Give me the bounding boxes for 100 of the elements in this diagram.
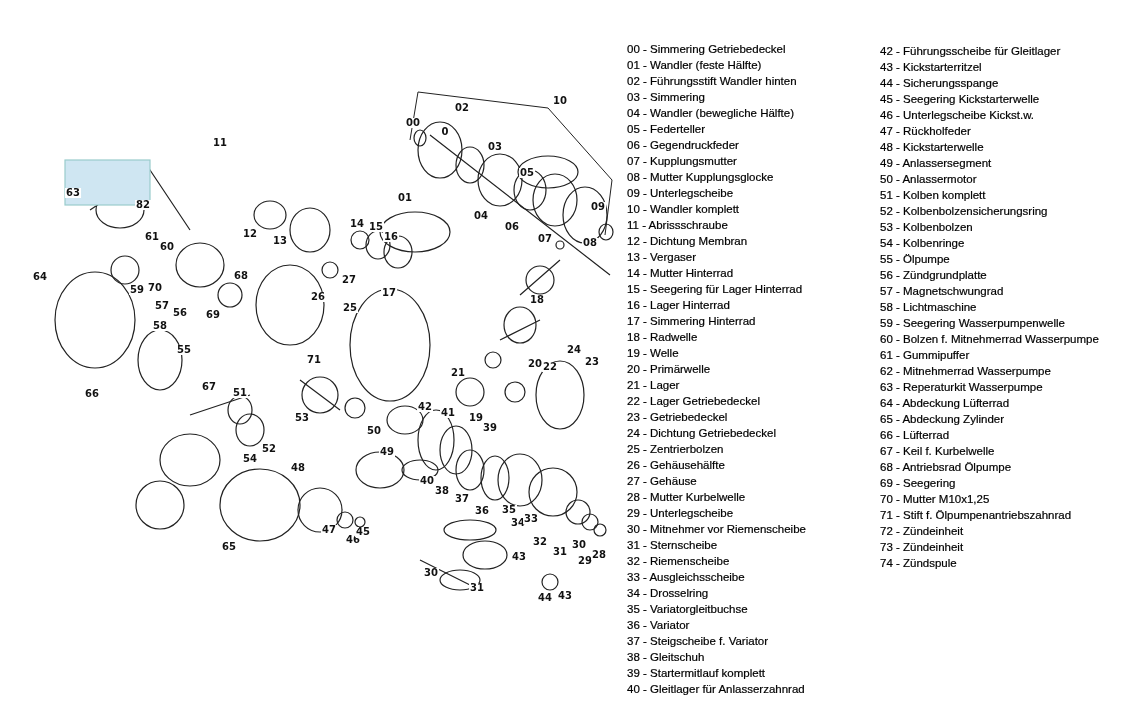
parts-list-entry: 16 - Lager Hinterrad bbox=[627, 298, 730, 313]
callout-number: 13 bbox=[272, 236, 288, 246]
callout-number: 60 bbox=[159, 242, 175, 252]
callout-number: 33 bbox=[523, 514, 539, 524]
parts-list-entry: 73 - Zündeinheit bbox=[880, 540, 964, 555]
parts-list-entry: 49 - Anlassersegment bbox=[880, 156, 992, 171]
callout-number: 05 bbox=[519, 168, 535, 178]
callout-number: 28 bbox=[591, 550, 607, 560]
parts-list-entry: 66 - Lüfterrad bbox=[880, 428, 950, 443]
callout-number: 31 bbox=[469, 583, 485, 593]
callout-number: 21 bbox=[450, 368, 466, 378]
callout-number: 26 bbox=[310, 292, 326, 302]
parts-list-entry: 30 - Mitnehmer vor Riemenscheibe bbox=[627, 522, 806, 537]
parts-list-entry: 08 - Mutter Kupplungsglocke bbox=[627, 170, 774, 185]
callout-number: 53 bbox=[294, 413, 310, 423]
parts-list-entry: 07 - Kupplungsmutter bbox=[627, 154, 737, 169]
parts-list-entry: 00 - Simmering Getriebedeckel bbox=[627, 42, 786, 57]
parts-list-entry: 01 - Wandler (feste Hälfte) bbox=[627, 58, 762, 73]
parts-list-entry: 09 - Unterlegscheibe bbox=[627, 186, 734, 201]
callout-number: 61 bbox=[144, 232, 160, 242]
callout-number: 49 bbox=[379, 447, 395, 457]
callout-number: 64 bbox=[32, 272, 48, 282]
callout-number: 00 bbox=[405, 118, 421, 128]
parts-list-entry: 58 - Lichtmaschine bbox=[880, 300, 977, 315]
parts-list-entry: 32 - Riemenscheibe bbox=[627, 554, 730, 569]
parts-list-entry: 70 - Mutter M10x1,25 bbox=[880, 492, 990, 507]
callout-number: 14 bbox=[349, 219, 365, 229]
callout-number: 25 bbox=[342, 303, 358, 313]
parts-list-entry: 33 - Ausgleichsscheibe bbox=[627, 570, 745, 585]
callout-number: 66 bbox=[84, 389, 100, 399]
parts-list-entry: 37 - Steigscheibe f. Variator bbox=[627, 634, 769, 649]
callout-number: 35 bbox=[501, 505, 517, 515]
parts-list-entry: 72 - Zündeinheit bbox=[880, 524, 964, 539]
callout-number: 69 bbox=[205, 310, 221, 320]
parts-list-entry: 24 - Dichtung Getriebedeckel bbox=[627, 426, 776, 441]
callout-number: 15 bbox=[368, 222, 384, 232]
callout-number: 48 bbox=[290, 463, 306, 473]
callout-number: 17 bbox=[381, 288, 397, 298]
parts-list-entry: 19 - Welle bbox=[627, 346, 679, 361]
callout-number: 37 bbox=[454, 494, 470, 504]
parts-list-entry: 64 - Abdeckung Lüfterrad bbox=[880, 396, 1010, 411]
parts-list-entry: 68 - Antriebsrad Ölpumpe bbox=[880, 460, 1012, 475]
parts-list-entry: 14 - Mutter Hinterrad bbox=[627, 266, 734, 281]
parts-list-entry: 05 - Federteller bbox=[627, 122, 705, 137]
callout-number: 39 bbox=[482, 423, 498, 433]
parts-list-entry: 39 - Startermitlauf komplett bbox=[627, 666, 766, 681]
parts-list-entry: 60 - Bolzen f. Mitnehmerrad Wasserpumpe bbox=[880, 332, 1099, 347]
parts-list-entry: 17 - Simmering Hinterrad bbox=[627, 314, 756, 329]
parts-list-entry: 44 - Sicherungsspange bbox=[880, 76, 999, 91]
parts-list-entry: 52 - Kolbenbolzensicherungsring bbox=[880, 204, 1048, 219]
callout-number: 55 bbox=[176, 345, 192, 355]
parts-list-entry: 12 - Dichtung Membran bbox=[627, 234, 748, 249]
callout-number: 23 bbox=[584, 357, 600, 367]
parts-list-entry: 02 - Führungsstift Wandler hinten bbox=[627, 74, 797, 89]
parts-list-entry: 46 - Unterlegscheibe Kickst.w. bbox=[880, 108, 1035, 123]
callout-number: 08 bbox=[582, 238, 598, 248]
parts-list-entry: 38 - Gleitschuh bbox=[627, 650, 705, 665]
callout-number: 20 bbox=[527, 359, 543, 369]
callout-number: 32 bbox=[532, 537, 548, 547]
callout-number: 58 bbox=[152, 321, 168, 331]
callout-number: 19 bbox=[468, 413, 484, 423]
callout-number: 30 bbox=[571, 540, 587, 550]
parts-list-entry: 74 - Zündspule bbox=[880, 556, 957, 571]
parts-list-entry: 06 - Gegendruckfeder bbox=[627, 138, 739, 153]
parts-list-entry: 15 - Seegering für Lager Hinterrad bbox=[627, 282, 803, 297]
parts-list-entry: 23 - Getriebedeckel bbox=[627, 410, 728, 425]
callout-number: 56 bbox=[172, 308, 188, 318]
parts-list-entry: 51 - Kolben komplett bbox=[880, 188, 986, 203]
parts-list-entry: 04 - Wandler (bewegliche Hälfte) bbox=[627, 106, 795, 121]
callout-number: 52 bbox=[261, 444, 277, 454]
parts-list-entry: 10 - Wandler komplett bbox=[627, 202, 740, 217]
parts-list-entry: 27 - Gehäuse bbox=[627, 474, 697, 489]
parts-list-entry: 63 - Reperaturkit Wasserpumpe bbox=[880, 380, 1043, 395]
parts-list-entry: 28 - Mutter Kurbelwelle bbox=[627, 490, 746, 505]
parts-list-entry: 54 - Kolbenringe bbox=[880, 236, 965, 251]
parts-list-entry: 47 - Rückholfeder bbox=[880, 124, 971, 139]
callout-number: 09 bbox=[590, 202, 606, 212]
callout-number: 22 bbox=[542, 362, 558, 372]
callout-number: 16 bbox=[383, 232, 399, 242]
parts-list-entry: 42 - Führungsscheibe für Gleitlager bbox=[880, 44, 1061, 59]
parts-list-entry: 31 - Sternscheibe bbox=[627, 538, 718, 553]
parts-list-entry: 26 - Gehäusehälfte bbox=[627, 458, 725, 473]
callout-number: 67 bbox=[201, 382, 217, 392]
parts-list-entry: 48 - Kickstarterwelle bbox=[880, 140, 984, 155]
callout-number: 40 bbox=[419, 476, 435, 486]
callout-number: 59 bbox=[129, 285, 145, 295]
callout-number: 30 bbox=[423, 568, 439, 578]
parts-list-entry: 35 - Variatorgleitbuchse bbox=[627, 602, 748, 617]
parts-list-entry: 69 - Seegering bbox=[880, 476, 956, 491]
callout-number: 47 bbox=[321, 525, 337, 535]
parts-list-entry: 55 - Ölpumpe bbox=[880, 252, 950, 267]
callout-number: 41 bbox=[440, 408, 456, 418]
callout-number: 43 bbox=[511, 552, 527, 562]
callout-number: 65 bbox=[221, 542, 237, 552]
callout-number: 42 bbox=[417, 402, 433, 412]
callout-number: 57 bbox=[154, 301, 170, 311]
callout-number: 03 bbox=[487, 142, 503, 152]
parts-list-entry: 25 - Zentrierbolzen bbox=[627, 442, 724, 457]
callout-number: 11 bbox=[212, 138, 228, 148]
parts-list-entry: 36 - Variator bbox=[627, 618, 690, 633]
